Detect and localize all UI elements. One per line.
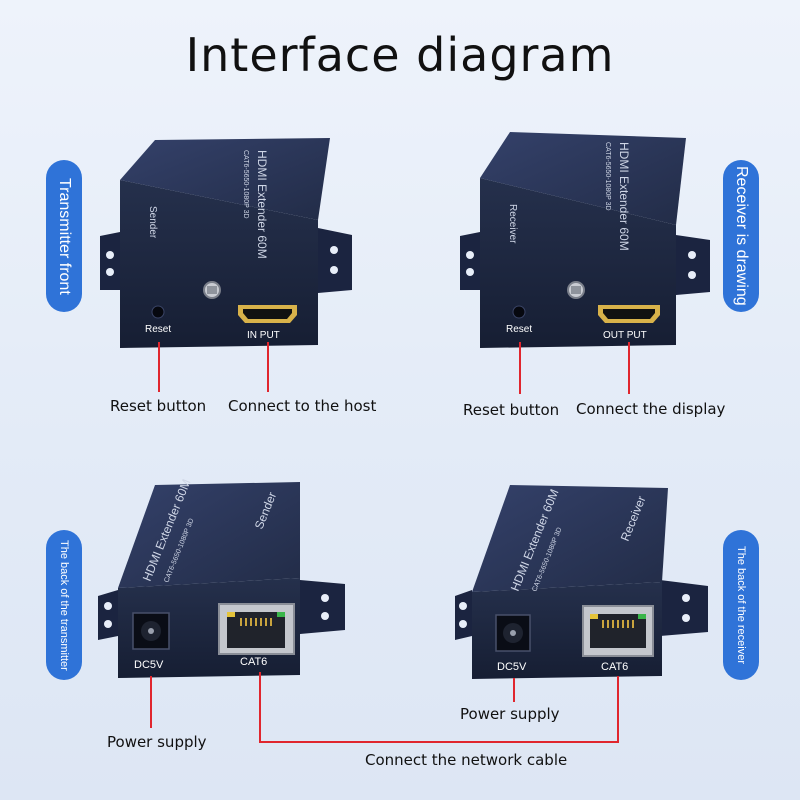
page-title: Interface diagram	[185, 28, 615, 82]
rx-reset-label: Reset	[506, 324, 532, 335]
tx-input-label: IN PUT	[247, 330, 280, 341]
tx-dc-label: DC5V	[134, 659, 164, 671]
callout-network-cable: Connect the network cable	[365, 751, 568, 769]
rx-dc-label: DC5V	[497, 661, 527, 673]
tx-reset-label: Reset	[145, 324, 171, 335]
label-receiver-back: The back of the receiver	[723, 530, 759, 680]
label-receiver-front: Receiver is drawing	[723, 160, 759, 312]
callout-rx-reset-button: Reset button	[463, 401, 560, 419]
tx-front-sender-text: Sender	[147, 206, 158, 239]
transmitter-back-device: HDMI Extender 60M CAT6-5650-1080P 3D Sen…	[98, 477, 345, 678]
rx-front-spec-text: CAT6-5650-1080P 3D	[604, 142, 611, 211]
callout-connect-host: Connect to the host	[228, 397, 377, 415]
rx-output-label: OUT PUT	[603, 330, 647, 341]
tx-cat6-label: CAT6	[240, 656, 267, 668]
receiver-front-device: HDMI Extender 60M CAT6-5650-1080P 3D Rec…	[460, 132, 710, 348]
tx-front-model-text: HDMI Extender 60M	[255, 150, 269, 259]
callout-tx-power-supply: Power supply	[107, 733, 207, 751]
network-cable-leader	[259, 672, 619, 743]
label-transmitter-back: The back of the transmitter	[46, 530, 82, 680]
receiver-back-device: HDMI Extender 60M CAT6-5650-1080P 3D Rec…	[455, 485, 708, 679]
rx-cat6-label: CAT6	[601, 661, 628, 673]
rx-front-model-text: HDMI Extender 60M	[617, 142, 631, 251]
tx-front-spec-text: CAT6-5650-1080P 3D	[242, 150, 249, 219]
callout-connect-display: Connect the display	[576, 400, 726, 418]
callout-tx-reset-button: Reset button	[110, 397, 207, 415]
callout-rx-power-supply: Power supply	[460, 705, 560, 723]
rx-front-receiver-text: Receiver	[507, 204, 518, 244]
label-transmitter-front: Transmitter front	[46, 160, 82, 312]
transmitter-front-device: HDMI Extender 60M CAT6-5650-1080P 3D Sen…	[100, 138, 352, 348]
